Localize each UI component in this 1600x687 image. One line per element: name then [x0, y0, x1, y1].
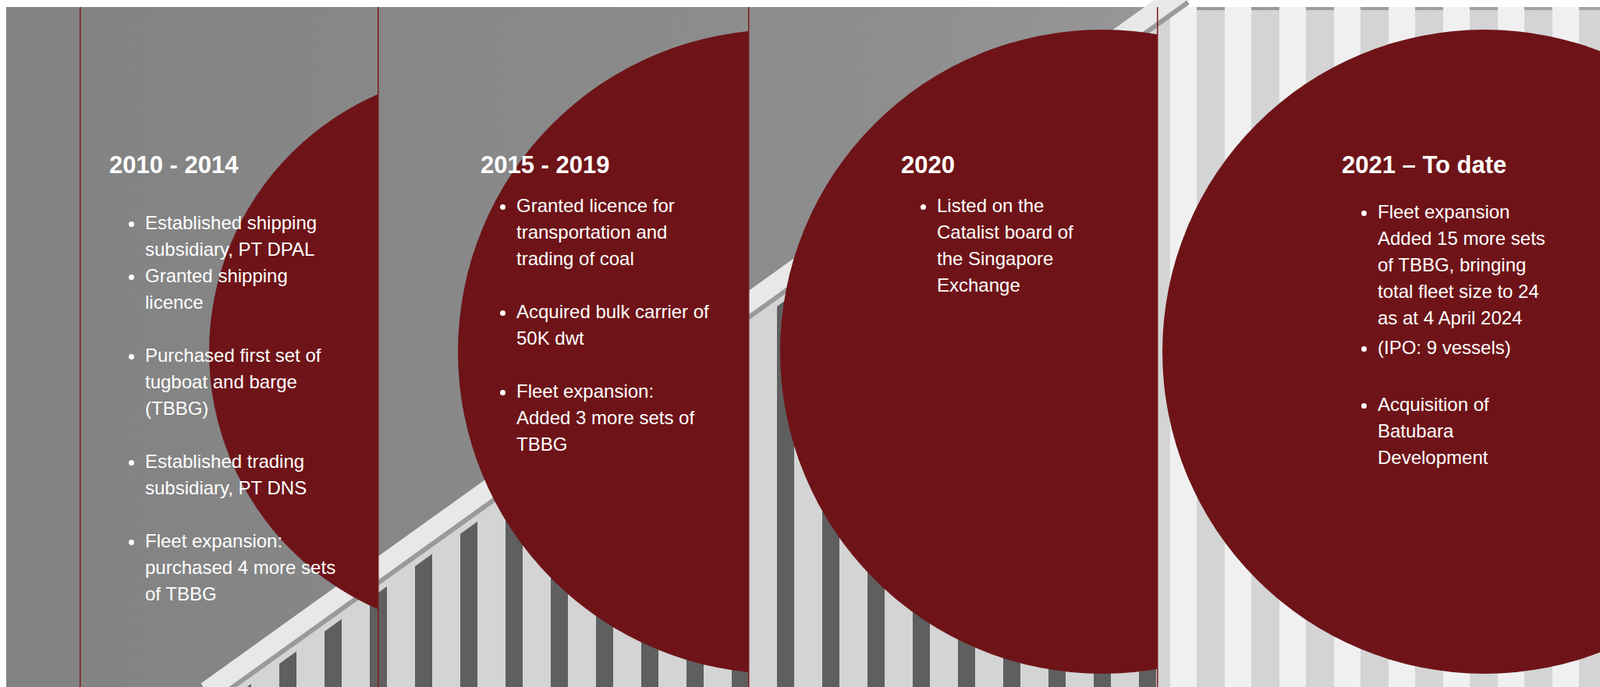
- slat-shadow: [415, 553, 433, 687]
- period-heading: 2021 – To date: [1341, 151, 1507, 180]
- panel-divider: [1156, 7, 1159, 687]
- milestone-item: Fleet expansion Added 15 more sets of TB…: [1377, 198, 1561, 332]
- panel-divider: [377, 7, 380, 687]
- panel-shape: [748, 7, 1157, 687]
- slat-shadow: [324, 619, 342, 687]
- milestone-item: Fleet expansion: Added 3 more sets of TB…: [516, 378, 712, 458]
- milestone-item: Listed on the Catalist board of the Sing…: [936, 192, 1093, 299]
- milestone-item: Purchased first set of tugboat and barge…: [145, 342, 341, 423]
- milestone-item: (IPO: 9 vessels): [1377, 334, 1561, 362]
- milestone-list: Listed on the Catalist board of the Sing…: [901, 192, 1093, 299]
- milestone-list: Fleet expansion Added 15 more sets of TB…: [1341, 198, 1561, 472]
- milestone-item: Granted shipping licence: [145, 262, 341, 316]
- timeline-circle: [457, 29, 749, 675]
- milestone-list: Established shipping subsidiary, PT DPAL…: [109, 209, 341, 608]
- period-heading: 2010 - 2014: [109, 151, 238, 180]
- milestone-item: Established shipping subsidiary, PT DPAL: [145, 209, 341, 263]
- milestone-list: Granted licence for transportation and t…: [480, 192, 712, 458]
- slat-shadow: [460, 521, 478, 687]
- milestone-item: Acquisition of Batubara Development: [1377, 391, 1561, 472]
- milestone-item: Established trading subsidiary, PT DNS: [145, 448, 341, 502]
- slat-shadow: [279, 651, 297, 687]
- panel-divider: [748, 7, 750, 687]
- milestone-item: Granted licence for transportation and t…: [516, 192, 712, 273]
- timeline-panel: 2021 – To dateFleet expansion Added 15 m…: [1156, 7, 1600, 687]
- timeline-circle: [1162, 29, 1600, 675]
- period-heading: 2015 - 2019: [480, 151, 610, 180]
- milestone-item: Fleet expansion: purchased 4 more sets o…: [145, 528, 341, 608]
- timeline-panel: 2010 - 2014Established shipping subsidia…: [79, 7, 378, 687]
- panel-divider: [79, 7, 82, 687]
- timeline-panel: 2020Listed on the Catalist board of the …: [748, 7, 1157, 687]
- timeline-circle: [780, 29, 1157, 675]
- period-heading: 2020: [901, 151, 955, 180]
- milestone-item: Acquired bulk carrier of 50K dwt: [516, 298, 712, 352]
- timeline-panel: 2015 - 2019Granted licence for transport…: [377, 7, 749, 687]
